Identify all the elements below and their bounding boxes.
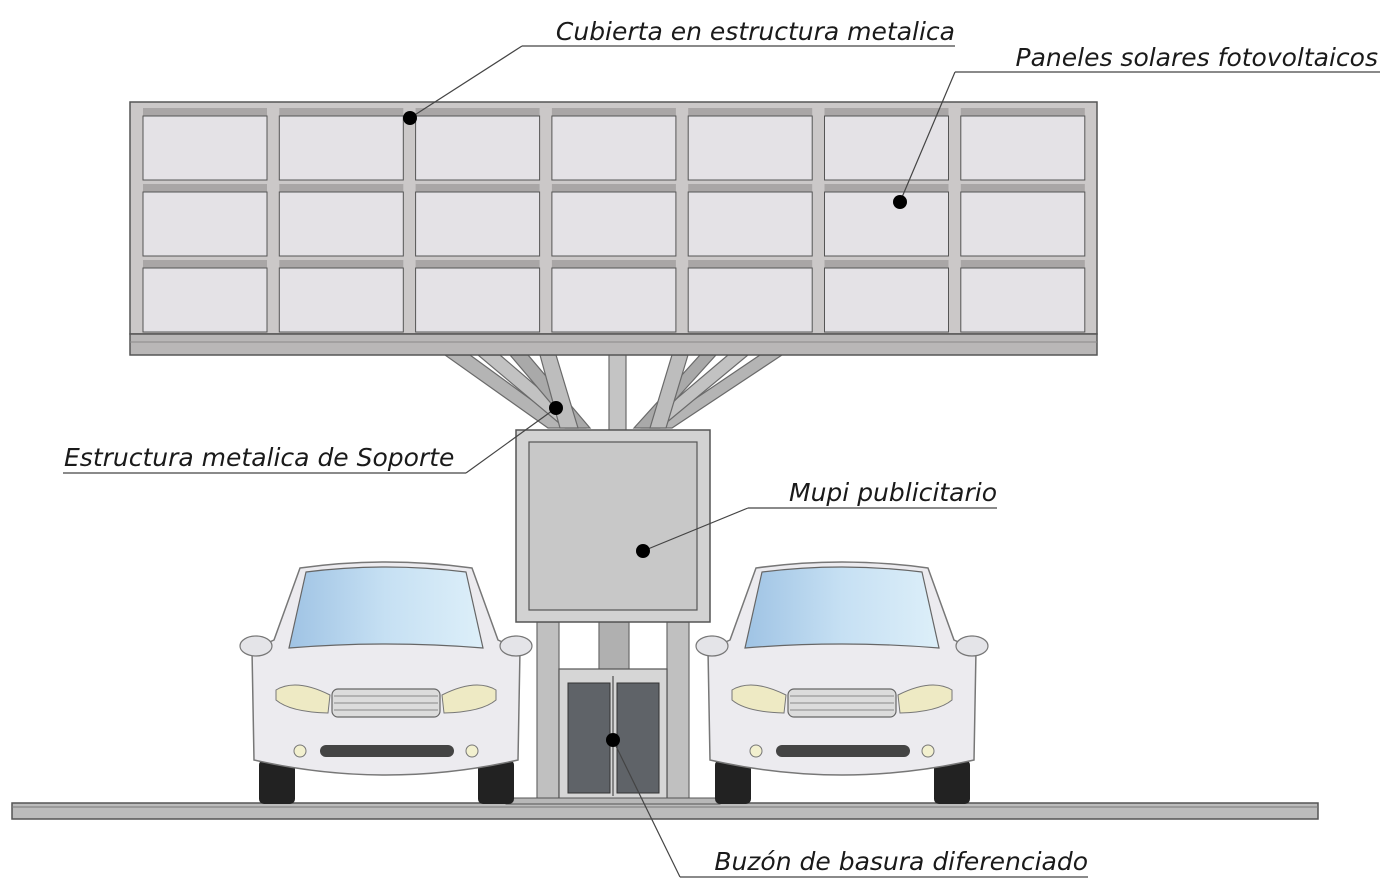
solar-panel-grid — [142, 108, 1086, 333]
leader-dot — [606, 733, 620, 747]
callout-mupi: Mupi publicitario — [636, 478, 997, 558]
solar-panel-cell — [415, 115, 541, 181]
mupi-panel — [515, 429, 711, 623]
leader-dot — [893, 195, 907, 209]
callout-roof: Cubierta en estructura metalica — [403, 17, 955, 125]
panel-cell-top — [279, 184, 404, 192]
callout-support: Estructura metalica de Soporte — [63, 401, 563, 474]
panel-cell-top — [960, 260, 1085, 268]
solar-panel-cell — [142, 115, 268, 181]
solar-panel-cell — [960, 267, 1086, 333]
solar-panel-cell — [687, 115, 813, 181]
solar-panel-cell — [824, 115, 949, 181]
solar-panel-cell — [551, 267, 677, 333]
solar-panel-cell — [415, 267, 541, 333]
label-mupi: Mupi publicitario — [789, 478, 997, 507]
solar-panel-cell — [142, 267, 268, 333]
solar-panel-cell — [687, 267, 813, 333]
panel-cell-top — [143, 184, 267, 192]
car-right — [695, 561, 989, 804]
panel-cell-top — [143, 108, 267, 116]
solar-panel-cell — [415, 191, 541, 257]
label-support: Estructura metalica de Soporte — [64, 443, 454, 472]
solar-panel-cell — [960, 191, 1086, 257]
panel-cell-top — [824, 184, 949, 192]
leader-dot — [403, 111, 417, 125]
callout-bin: Buzón de basura diferenciado — [606, 733, 1088, 878]
solar-panel-cell — [278, 267, 404, 333]
leader-dot — [549, 401, 563, 415]
panel-cell-top — [551, 184, 676, 192]
car-left — [239, 561, 533, 804]
solar-panel-cell — [142, 191, 268, 257]
solar-panel-cell — [960, 115, 1086, 181]
panel-cell-top — [824, 108, 949, 116]
solar-panel-cell — [687, 191, 813, 257]
panel-cell-top — [688, 260, 813, 268]
label-bin: Buzón de basura diferenciado — [714, 847, 1088, 876]
panel-cell-top — [824, 260, 949, 268]
panel-cell-top — [551, 260, 676, 268]
panel-cell-top — [279, 260, 404, 268]
panel-cell-top — [415, 108, 540, 116]
label-roof: Cubierta en estructura metalica — [556, 17, 955, 46]
panel-cell-top — [960, 108, 1085, 116]
leader-dot — [636, 544, 650, 558]
panel-cell-top — [415, 260, 540, 268]
ground-slab — [11, 802, 1319, 820]
label-panels: Paneles solares fotovoltaicos — [1016, 43, 1379, 72]
panel-cell-top — [551, 108, 676, 116]
panel-cell-top — [960, 184, 1085, 192]
solar-panel-cell — [824, 191, 949, 257]
panel-cell-top — [688, 184, 813, 192]
panel-cell-top — [143, 260, 267, 268]
panel-cell-top — [279, 108, 404, 116]
panel-cell-top — [688, 108, 813, 116]
callout-panels: Paneles solares fotovoltaicos — [893, 43, 1380, 209]
solar-panel-cell — [278, 115, 404, 181]
solar-panel-cell — [551, 191, 677, 257]
solar-panel-cell — [551, 115, 677, 181]
solar-panel-cell — [278, 191, 404, 257]
solar-panel-cell — [824, 267, 949, 333]
panel-cell-top — [415, 184, 540, 192]
